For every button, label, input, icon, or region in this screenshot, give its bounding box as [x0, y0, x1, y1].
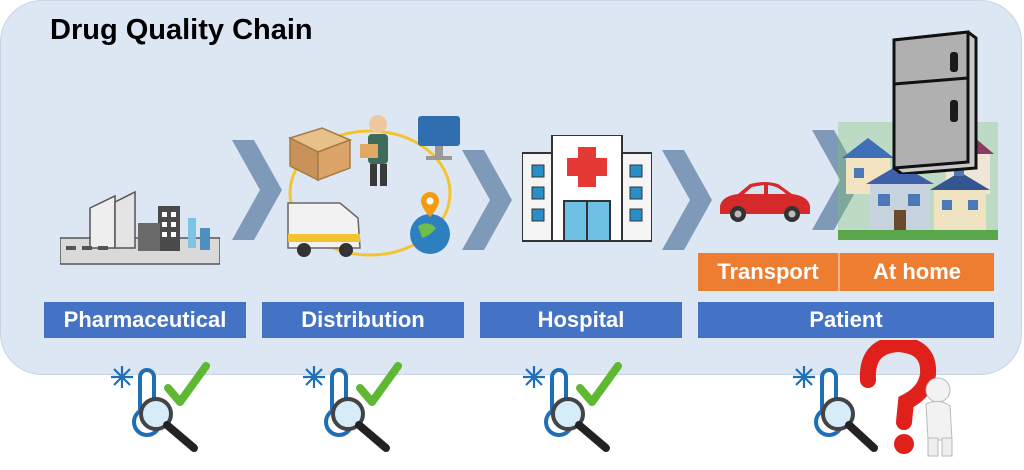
page-title: Drug Quality Chain — [50, 14, 313, 46]
distribution-cycle-icon — [287, 115, 460, 257]
stage-pharmaceutical: Pharmaceutical — [44, 302, 246, 338]
stage-patient: Patient — [698, 302, 994, 338]
stage-distribution: Distribution — [262, 302, 464, 338]
temperature-monitor-icon — [303, 362, 402, 452]
chevron-arrow-icon — [662, 150, 712, 250]
stage-hospital-label: Hospital — [537, 307, 625, 332]
stage-patient-label: Patient — [809, 307, 883, 332]
chevron-arrow-icon — [232, 140, 282, 240]
refrigerator-icon — [892, 30, 978, 174]
stage-pharmaceutical-label: Pharmaceutical — [63, 307, 227, 332]
stage-distribution-label: Distribution — [301, 307, 425, 332]
hospital-icon — [522, 135, 652, 242]
substage-transport-label: Transport — [717, 259, 819, 284]
car-icon — [720, 182, 810, 222]
temperature-monitor-icon — [523, 362, 622, 452]
factory-icon — [60, 190, 220, 265]
substage-transport: Transport — [698, 253, 838, 291]
substage-at-home-label: At home — [873, 259, 961, 284]
temperature-monitor-icon — [111, 362, 210, 452]
question-mark-figure-icon — [859, 340, 953, 457]
chevron-arrow-icon — [462, 150, 512, 250]
stage-hospital: Hospital — [480, 302, 682, 338]
temperature-monitor-icon — [793, 366, 878, 452]
substage-at-home: At home — [838, 253, 994, 291]
